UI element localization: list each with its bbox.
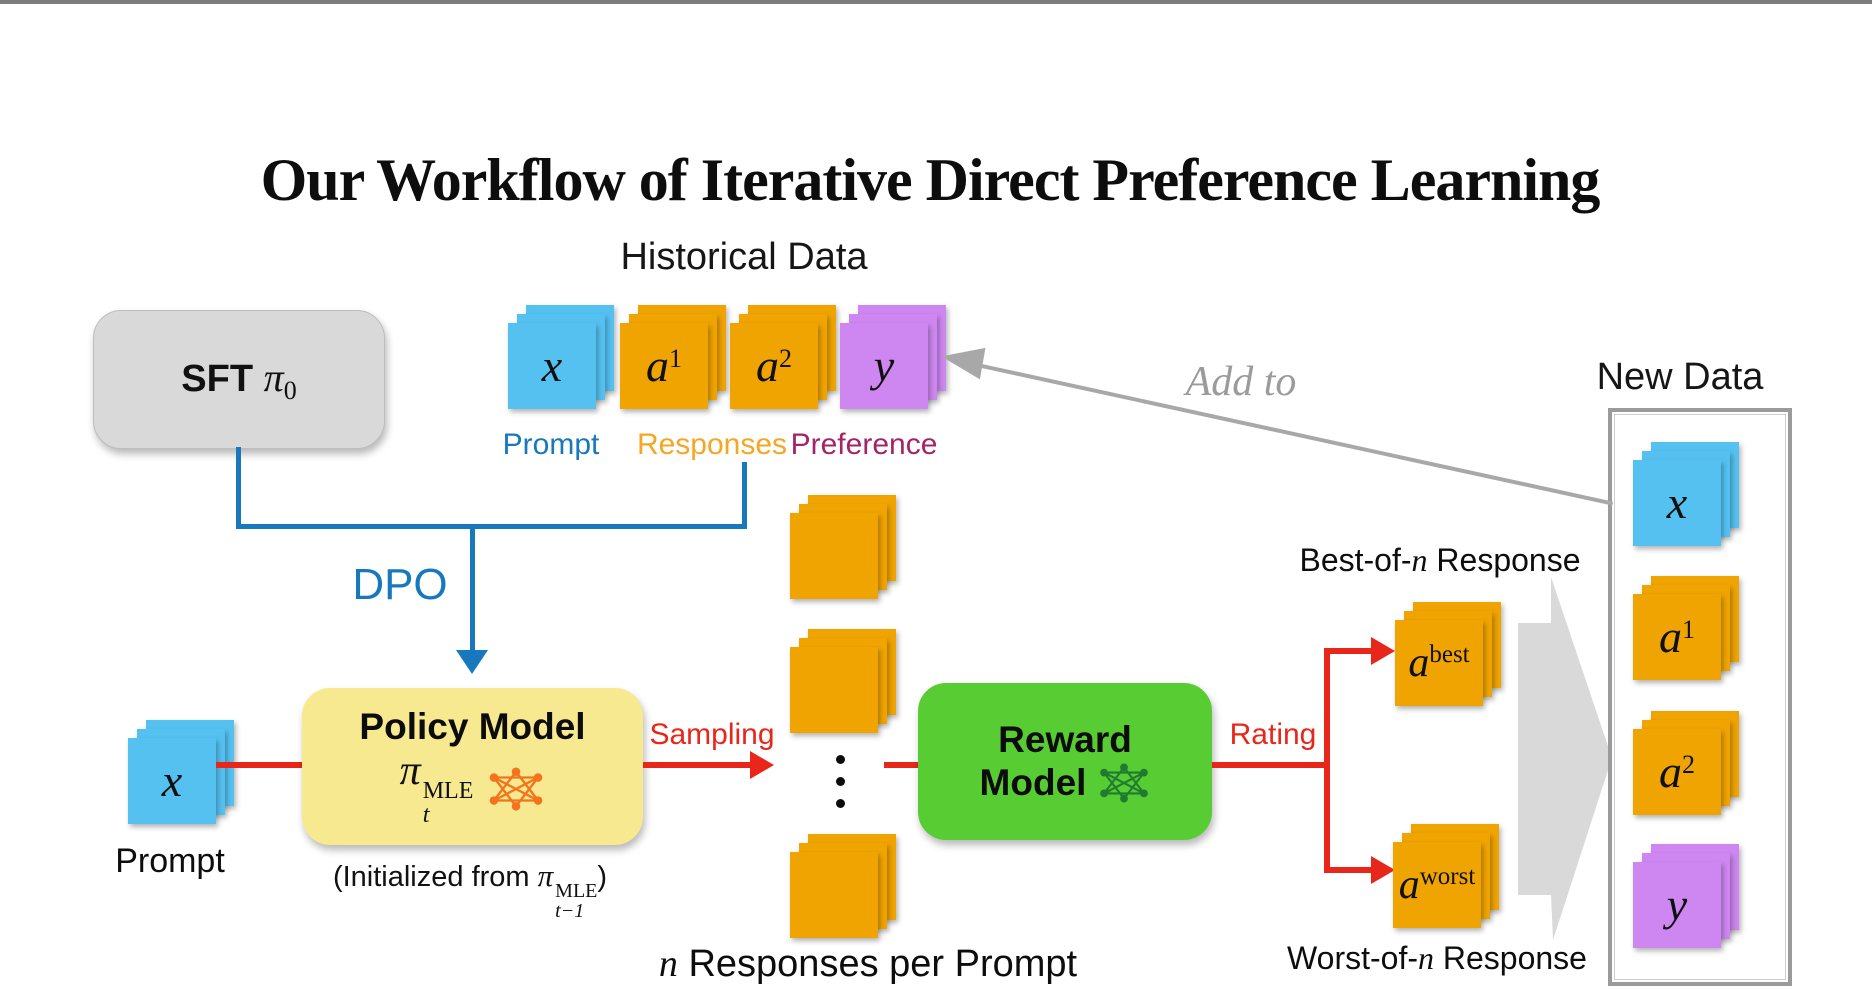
worst-arrowhead-icon — [1371, 856, 1395, 884]
card-front: a1 — [1633, 594, 1721, 680]
card-math-label: a — [1659, 746, 1682, 797]
new-data-prompt-stack: x — [1633, 442, 1739, 546]
card-math-label: y — [1666, 879, 1688, 930]
new-data-preference-stack: y — [1633, 844, 1739, 948]
card-math-sup: best — [1429, 641, 1470, 668]
sampling-label: Sampling — [649, 718, 775, 751]
card-math-label: x — [1666, 477, 1688, 528]
reward-to-branch-line — [1212, 762, 1330, 768]
card-math-label: x — [161, 755, 183, 806]
historical-prompt-stack: x — [508, 305, 614, 409]
card-math-label: x — [541, 340, 563, 391]
diagram-title: Our Workflow of Iterative Direct Prefere… — [260, 147, 1601, 213]
card-front: x — [1633, 460, 1721, 546]
dpo-arrow-shaft — [470, 524, 475, 654]
sampled-response-stack-3 — [790, 834, 896, 938]
worst-response-stack: aworst — [1393, 824, 1499, 928]
best-of-n-label: Best-of-n Response — [1299, 542, 1581, 578]
sampled-response-stack-2 — [790, 629, 896, 733]
preference-column-label: Preference — [790, 428, 938, 461]
rating-label: Rating — [1229, 718, 1317, 751]
merge-arrow-icon — [1518, 577, 1612, 940]
new-data-response1-stack: a1 — [1633, 576, 1739, 680]
prompt-to-policy-line — [216, 762, 302, 768]
historical-preference-stack: y — [840, 305, 946, 409]
historical-down-line — [742, 462, 747, 529]
new-data-response2-stack: a2 — [1633, 711, 1739, 815]
card-front: a2 — [730, 323, 818, 409]
card-front: aworst — [1393, 842, 1481, 928]
card-front: abest — [1395, 620, 1483, 706]
card-front: x — [128, 738, 216, 824]
new-data-frame — [1608, 408, 1792, 986]
card-math-label: a — [1398, 862, 1420, 908]
samples-to-reward-line — [884, 762, 926, 768]
sampling-arrowhead-icon — [750, 751, 774, 779]
new-data-heading: New Data — [1596, 356, 1764, 398]
dpo-label: DPO — [352, 560, 448, 609]
card-math-sup: 1 — [1682, 615, 1695, 644]
card-front: a1 — [620, 323, 708, 409]
historical-data-heading: Historical Data — [620, 236, 868, 278]
add-to-label: Add to — [1185, 359, 1297, 405]
sampling-arrow-shaft — [643, 762, 751, 768]
card-front — [790, 513, 878, 599]
sampled-response-stack-1 — [790, 495, 896, 599]
historical-response2-stack: a2 — [730, 305, 836, 409]
neural-network-icon — [1100, 763, 1149, 803]
neural-network-icon — [490, 767, 543, 811]
best-arrow-shaft — [1324, 648, 1372, 654]
policy-box-title: Policy Model — [359, 705, 586, 747]
card-math-sup: worst — [1419, 863, 1476, 890]
card-front: x — [508, 323, 596, 409]
worst-arrow-shaft — [1324, 867, 1372, 873]
input-prompt-stack: x — [128, 720, 234, 824]
merge-horizontal-line — [236, 524, 747, 529]
input-prompt-label: Prompt — [115, 842, 225, 880]
reward-model-box: Reward Model — [918, 683, 1212, 840]
card-front — [790, 647, 878, 733]
branch-vertical-line — [1324, 648, 1330, 873]
card-math-sup: 1 — [669, 344, 682, 373]
reward-box-title-line2: Model — [979, 761, 1087, 803]
best-arrowhead-icon — [1371, 637, 1395, 665]
card-math-sup: 2 — [1682, 750, 1695, 779]
card-math-label: y — [873, 340, 895, 391]
card-front: y — [1633, 862, 1721, 948]
sft-box-label: SFT π0 — [181, 354, 297, 405]
card-front — [790, 852, 878, 938]
ellipsis-dot — [836, 799, 845, 808]
ellipsis-dot — [836, 755, 845, 764]
window-top-edge — [0, 0, 1872, 4]
card-math-label: a — [1408, 640, 1430, 686]
historical-response1-stack: a1 — [620, 305, 726, 409]
responses-column-label: Responses — [636, 428, 788, 461]
dpo-arrowhead-icon — [456, 650, 488, 674]
card-front: a2 — [1633, 729, 1721, 815]
card-math-label: a — [1659, 611, 1682, 662]
card-math-label: a — [756, 340, 779, 391]
n-responses-caption: n Responses per Prompt — [658, 943, 1078, 985]
sft-down-line — [236, 447, 241, 527]
card-math-label: a — [646, 340, 669, 391]
reward-box-title-line1: Reward — [998, 718, 1132, 760]
prompt-column-label: Prompt — [502, 428, 600, 461]
best-response-stack: abest — [1395, 602, 1501, 706]
card-math-sup: 2 — [779, 344, 792, 373]
worst-of-n-label: Worst-of-n Response — [1287, 940, 1587, 976]
ellipsis-dot — [836, 777, 845, 786]
card-front: y — [840, 323, 928, 409]
sft-model-box: SFT π0 — [93, 310, 385, 449]
